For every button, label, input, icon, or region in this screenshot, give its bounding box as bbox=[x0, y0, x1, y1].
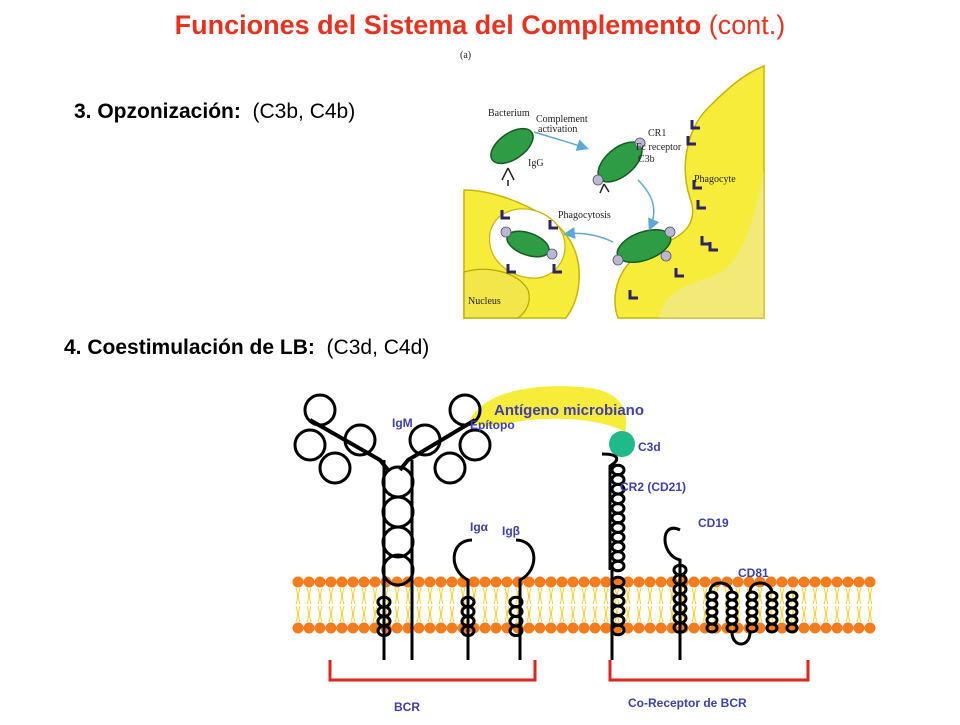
arrow-activation bbox=[533, 131, 589, 151]
opsonization-illustration bbox=[463, 64, 765, 319]
label-fc-receptor: Fc receptor bbox=[636, 142, 682, 153]
label-coreceptor: Co-Receptor de BCR bbox=[628, 696, 747, 710]
page-title: Funciones del Sistema del Complemento (c… bbox=[174, 10, 786, 40]
igm-antibody bbox=[293, 393, 492, 660]
microbial-antigen bbox=[470, 386, 627, 432]
bacterium-free bbox=[490, 127, 534, 186]
label-ig-alpha: Igα bbox=[470, 520, 489, 534]
bacterium-opsonized bbox=[592, 137, 646, 194]
label-bacterium: Bacterium bbox=[488, 108, 530, 119]
label-complement: Complement bbox=[536, 114, 588, 125]
bcr-bracket bbox=[328, 660, 537, 682]
label-cr2: CR2 (CD21) bbox=[620, 480, 687, 494]
label-cr1: CR1 bbox=[648, 128, 667, 139]
label-nucleus: Nucleus bbox=[468, 296, 501, 307]
label-activation: activation bbox=[538, 124, 578, 135]
coreceptor-illustration bbox=[292, 386, 876, 682]
receptors-left bbox=[500, 210, 562, 274]
label-antigen: Antígeno microbiano bbox=[494, 402, 644, 419]
label-phagocytosis: Phagocytosis bbox=[558, 210, 611, 221]
section-3-molecules: (C3b, C4b) bbox=[252, 100, 356, 123]
label-igg: IgG bbox=[528, 158, 544, 169]
opsonization-figure: (a) Bacterium Complement activation IgG … bbox=[458, 50, 768, 320]
bacterium-engulfed bbox=[500, 226, 558, 260]
ig-alpha-beta bbox=[452, 538, 536, 660]
receptors-right bbox=[628, 120, 718, 300]
arrow-binding bbox=[637, 179, 660, 231]
section-opsonization: 3. Opzonización: (C3b, C4b) bbox=[74, 100, 355, 124]
section-costimulation: 4. Coestimulación de LB: (C3d, C4d) bbox=[64, 336, 429, 360]
phagocyte-right-shading bbox=[658, 170, 764, 318]
coreceptor-complex bbox=[601, 452, 799, 660]
section-4-molecules: (C3d, C4d) bbox=[326, 336, 430, 359]
label-cd81: CD81 bbox=[738, 566, 769, 580]
section-4-heading: 4. Coestimulación de LB: bbox=[64, 336, 315, 359]
nucleus bbox=[463, 268, 530, 319]
c3d-marker bbox=[609, 431, 635, 457]
label-bcr: BCR bbox=[394, 700, 420, 714]
panel-tag: (a) bbox=[460, 50, 472, 61]
label-epitope: Epítopo bbox=[470, 418, 515, 432]
label-igm: IgM bbox=[392, 416, 413, 430]
arrow-phagocytosis bbox=[563, 226, 614, 243]
label-ig-beta: Igβ bbox=[502, 524, 520, 538]
label-c3d: C3d bbox=[638, 440, 661, 454]
section-3-heading: 3. Opzonización: bbox=[74, 100, 241, 123]
label-cd19: CD19 bbox=[698, 516, 729, 530]
cell-membrane bbox=[292, 576, 876, 634]
coreceptor-bracket bbox=[608, 660, 810, 682]
bacterium-binding bbox=[612, 226, 676, 266]
label-phagocyte: Phagocyte bbox=[694, 174, 736, 185]
coreceptor-diagram: Antígeno microbiano Epítopo IgM C3d CR2 … bbox=[280, 370, 920, 720]
label-c3b: C3b bbox=[638, 154, 655, 165]
